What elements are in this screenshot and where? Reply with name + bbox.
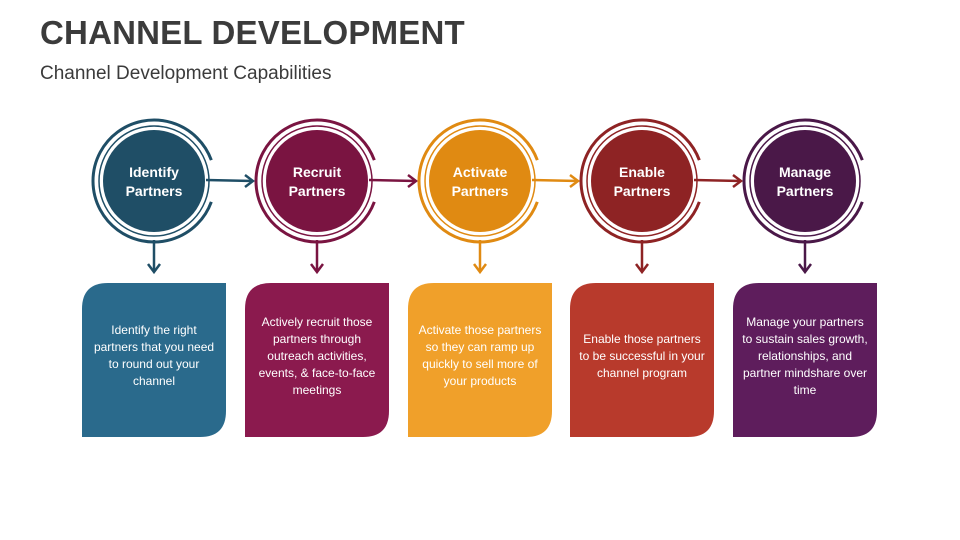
connector-arrowhead [244,174,256,188]
step-title-line-1: Manage [778,164,832,180]
step-ring [417,118,539,244]
step-circle [591,130,693,232]
slide-title: CHANNEL DEVELOPMENT [40,14,465,51]
down-arrow-head [147,263,161,275]
step-title-line-1: Enable [619,164,665,180]
step-ring [742,118,864,244]
down-arrow-head [798,263,812,275]
step-ring [91,118,213,244]
step-description: Manage your partners to sustain sales gr… [742,314,868,397]
step-description: Activate those partners so they can ramp… [418,323,542,388]
step-description: Identify the right partners that you nee… [93,323,215,388]
connector-line [693,178,742,183]
down-arrow-head [635,263,649,275]
step-circle [103,130,205,232]
step-title-line-2: Partners [288,183,346,199]
step-box [408,283,552,437]
connector-line [368,178,417,183]
step-title-line-1: Recruit [292,164,342,180]
connector-line [205,178,254,183]
down-arrow-head [473,263,487,275]
connector-line [531,178,579,183]
slide-subtitle: Channel Development Capabilities [40,63,332,84]
step-box [570,283,714,437]
connector-arrowhead [732,174,744,188]
connector-arrowhead [569,174,581,188]
step-box [82,283,226,437]
step-circle [754,130,856,232]
step-title-line-2: Partners [451,183,509,199]
step-box [245,283,389,437]
step-title-line-2: Partners [125,183,183,199]
step-description: Enable those partners to be successful i… [579,331,705,380]
step-ring [579,118,701,244]
step-box [733,283,877,437]
step-title-line-2: Partners [613,183,671,199]
step-title-line-1: Activate [452,164,508,180]
step-ring [254,118,376,244]
down-arrow-head [310,263,324,275]
step-circle [429,130,531,232]
step-circle [266,130,368,232]
step-description: Actively recruit those partners through … [258,314,376,397]
connector-arrowhead [407,174,419,188]
step-title-line-2: Partners [776,183,834,199]
step-title-line-1: Identify [129,164,179,180]
